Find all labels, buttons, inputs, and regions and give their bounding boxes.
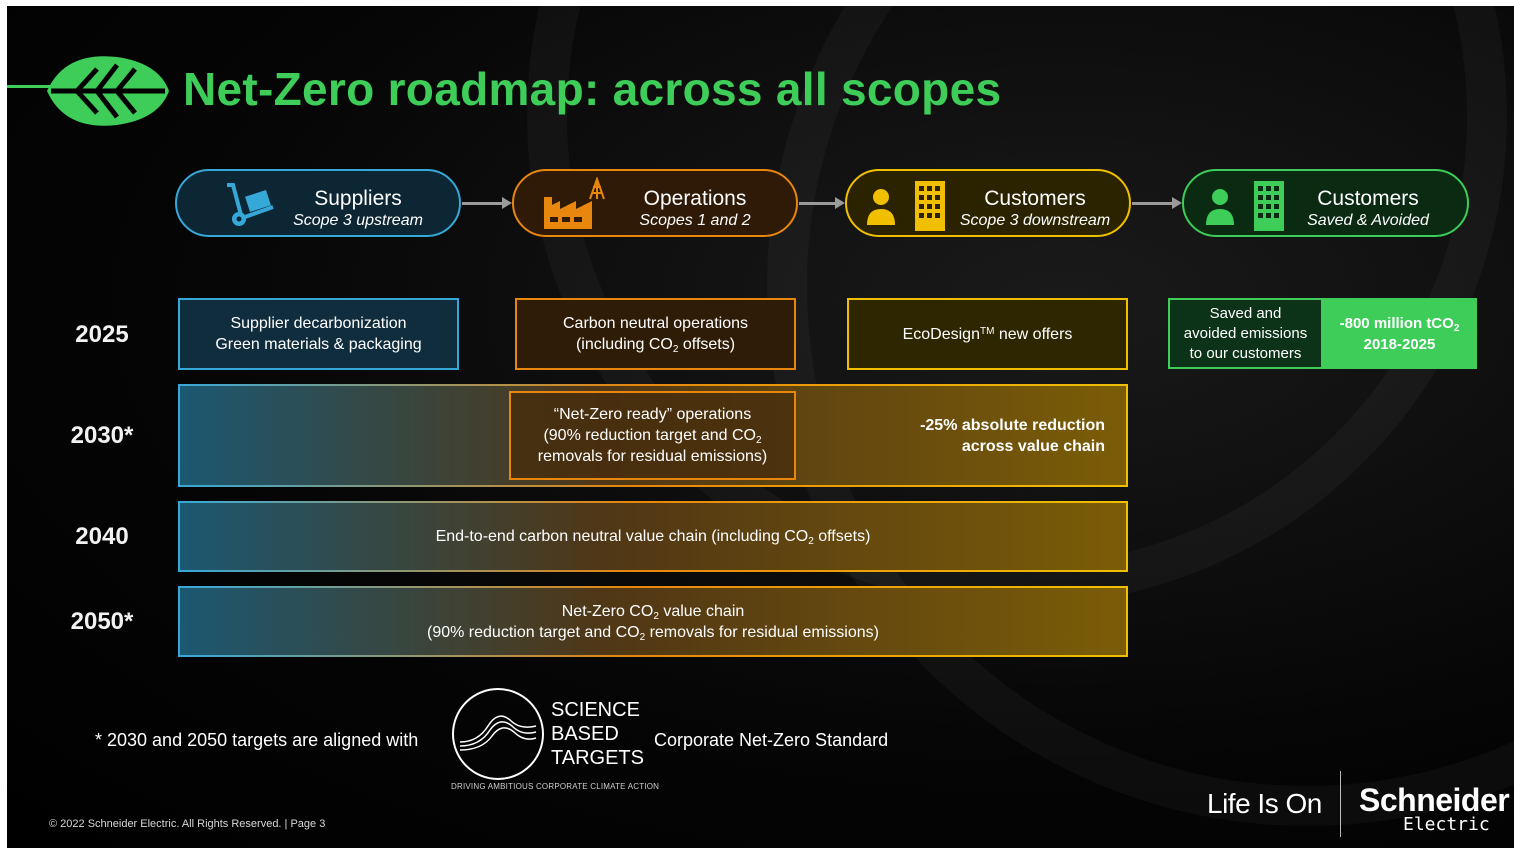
box-text: offsets) (813, 528, 871, 545)
factory-icon (544, 177, 605, 229)
reduction-line: across value chain (961, 438, 1105, 455)
stage-suppliers: Suppliers Scope 3 upstream (175, 169, 461, 237)
year-label-2040: 2040 (75, 523, 129, 550)
sbti-tagline: DRIVING AMBITIOUS CORPORATE CLIMATE ACTI… (451, 782, 660, 791)
stage-title: Suppliers (314, 187, 402, 210)
box-text: End-to-end carbon neutral value chain (i… (435, 528, 809, 545)
value-years: 2018-2025 (1363, 335, 1436, 353)
box-text: EcoDesign (902, 325, 980, 343)
flow-arrow (799, 197, 845, 209)
trademark: TM (979, 325, 995, 337)
box-text: Supplier decarbonization (230, 315, 407, 332)
saved-avoided-value-box: -800 million tCO2 2018-2025 (1322, 298, 1477, 369)
subscript: 2 (653, 610, 659, 622)
stage-subtitle: Saved & Avoided (1307, 212, 1429, 229)
box-text: “Net-Zero ready” operations (553, 406, 752, 423)
box-text: avoided emissions (1183, 324, 1308, 342)
box-text: (including CO (575, 336, 673, 353)
box-text: removals for residual emissions) (537, 448, 768, 465)
stage-subtitle: Scope 3 downstream (959, 212, 1111, 229)
stage-operations: Operations Scopes 1 and 2 (512, 169, 798, 237)
box-text: Net-Zero CO (561, 602, 654, 620)
hand-truck-icon (227, 183, 274, 226)
life-is-on-logo: Life Is On (1207, 788, 1322, 819)
year-label-2030: 2030* (70, 422, 134, 449)
footer-divider (1340, 771, 1341, 837)
suppliers-2025-box: Supplier decarbonization Green materials… (178, 298, 459, 370)
title-accent-line (7, 85, 67, 88)
flow-arrow (1132, 197, 1182, 209)
value-chain-2030-box: “Net-Zero ready” operations (90% reducti… (178, 384, 1128, 487)
subscript: 2 (1453, 322, 1460, 334)
saved-avoided-2025-box: Saved and avoided emissions to our custo… (1168, 298, 1323, 369)
customer-building-icon (1206, 181, 1284, 231)
standard-text: Corporate Net-Zero Standard (654, 730, 889, 750)
stage-title: Customers (984, 187, 1086, 210)
box-text: Saved and (1209, 304, 1282, 322)
box-text: Carbon neutral operations (562, 315, 748, 332)
box-text: new offers (994, 325, 1073, 343)
sbti-word: BASED (551, 723, 619, 745)
sbti-word: SCIENCE (551, 699, 640, 721)
operations-2025-box: Carbon neutral operations (including CO2… (515, 298, 796, 370)
year-label-2050: 2050* (70, 608, 134, 635)
box-text: (90% reduction target and CO (543, 427, 756, 444)
customer-building-icon (867, 181, 945, 231)
stage-customers-saved: Customers Saved & Avoided (1182, 169, 1469, 237)
slide: Net-Zero roadmap: across all scopes Supp… (7, 6, 1514, 848)
stage-customers-downstream: Customers Scope 3 downstream (845, 169, 1131, 237)
sbti-word: TARGETS (551, 747, 644, 769)
box-text: (90% reduction target and CO (427, 623, 640, 641)
stage-subtitle: Scopes 1 and 2 (639, 212, 751, 229)
subscript: 2 (808, 536, 814, 547)
value-text: -800 million tCO (1339, 314, 1454, 332)
schneider-brand-logo: Schneider (1359, 782, 1510, 818)
footnote: * 2030 and 2050 targets are aligned with (95, 730, 419, 750)
page-title: Net-Zero roadmap: across all scopes (183, 63, 1002, 115)
subscript: 2 (756, 435, 762, 446)
box-text: offsets) (678, 336, 736, 353)
box-text: to our customers (1189, 344, 1302, 362)
ecodesign-2025-box: EcoDesignTM new offers (847, 298, 1128, 370)
stage-title: Operations (643, 187, 747, 210)
stage-title: Customers (1317, 187, 1419, 210)
subscript: 2 (672, 344, 679, 355)
box-text: Green materials & packaging (215, 336, 422, 353)
electric-brand-text: Electric (1403, 814, 1490, 835)
absolute-reduction-text: -25% absolute reduction across value cha… (920, 415, 1105, 457)
value-chain-2040-box: End-to-end carbon neutral value chain (i… (178, 501, 1128, 572)
stage-subtitle: Scope 3 upstream (293, 212, 423, 229)
box-text: removals for residual emissions) (645, 623, 879, 641)
flow-arrow (462, 197, 512, 209)
sbti-logo-icon (452, 688, 544, 780)
sbti-waves-icon (459, 715, 537, 751)
value-chain-2050-box: Net-Zero CO2 value chain (90% reduction … (178, 586, 1128, 657)
reduction-line: -25% absolute reduction (920, 417, 1105, 434)
subscript: 2 (639, 631, 646, 643)
net-zero-ready-box: “Net-Zero ready” operations (90% reducti… (509, 391, 796, 480)
year-label-2025: 2025 (75, 321, 129, 348)
box-text: value chain (658, 602, 745, 620)
sbti-wordmark: SCIENCE BASED TARGETS (551, 698, 644, 770)
copyright: © 2022 Schneider Electric. All Rights Re… (49, 818, 326, 830)
leaf-logo-icon (47, 56, 169, 126)
